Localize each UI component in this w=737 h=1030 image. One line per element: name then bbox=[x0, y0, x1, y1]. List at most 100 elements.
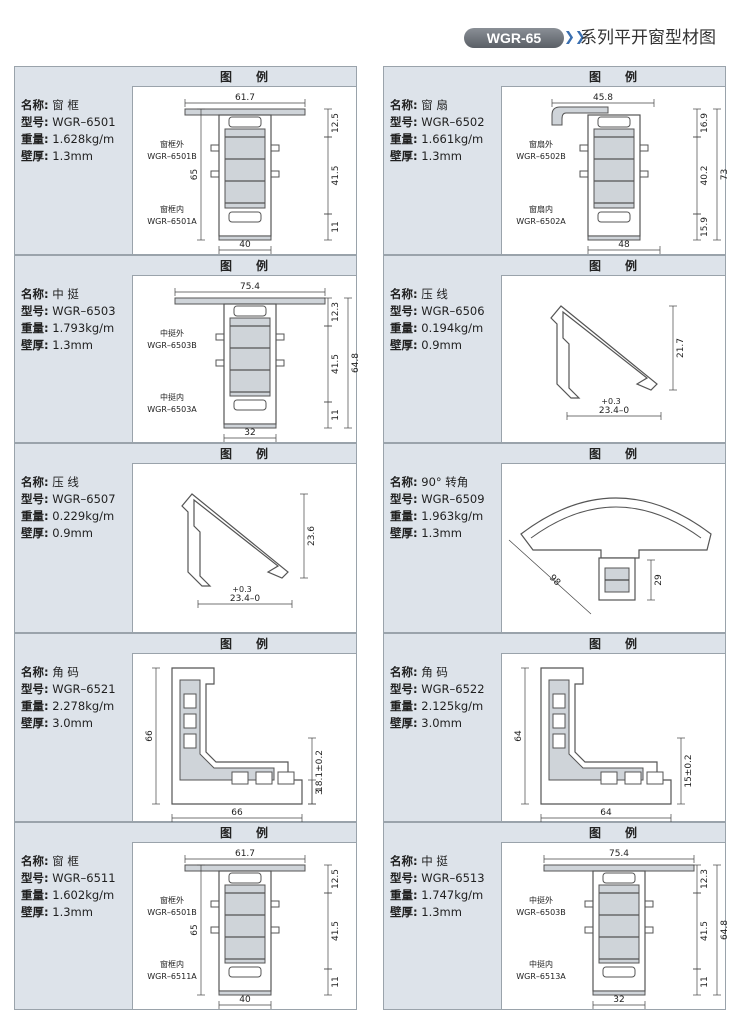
profile-model-row: 型号: WGR–6506 bbox=[390, 303, 485, 320]
profile-name: 压 线 bbox=[421, 287, 448, 301]
profile-weight-row: 重量: 0.229kg/m bbox=[21, 508, 116, 525]
dim-tolerance: +0.3 bbox=[601, 397, 620, 406]
dim-middle: 41.5 bbox=[331, 354, 341, 374]
profile-weight-row: 重量: 1.747kg/m bbox=[390, 887, 485, 904]
profile-drawing bbox=[550, 305, 658, 399]
model-label: 型号: bbox=[21, 492, 49, 506]
inner-part-label: 中挺内 bbox=[529, 959, 553, 969]
profile-diagram: 21.723.4–0+0.3 bbox=[550, 305, 686, 420]
legend-caption: 图例 bbox=[501, 256, 725, 276]
legend-caption: 图例 bbox=[501, 444, 725, 464]
profile-model: WGR–6503 bbox=[52, 304, 116, 318]
profile-name-row: 名称: 角 码 bbox=[390, 664, 485, 681]
name-label: 名称: bbox=[21, 98, 49, 112]
profile-wall: 1.3mm bbox=[421, 526, 462, 540]
profile-model: WGR–6513 bbox=[421, 871, 485, 885]
inner-part-label: 窗框内 bbox=[160, 959, 184, 969]
profile-wall-row: 壁厚: 1.3mm bbox=[390, 148, 485, 165]
inner-part-label: 窗框内 bbox=[160, 204, 184, 214]
dim-width: 66 bbox=[231, 808, 243, 818]
wall-label: 壁厚: bbox=[21, 716, 49, 730]
dim-height: 21.7 bbox=[676, 338, 686, 358]
profile-model-row: 型号: WGR–6513 bbox=[390, 870, 485, 887]
profile-name: 窗 扇 bbox=[421, 98, 448, 112]
profile-name-row: 名称: 窗 框 bbox=[21, 97, 116, 114]
profile-diagram: 75.43212.341.51164.8中挺外WGR–6503B中挺内WGR–6… bbox=[147, 282, 358, 442]
outer-part-label: 窗框外 bbox=[160, 139, 184, 149]
wall-label: 壁厚: bbox=[21, 338, 49, 352]
inner-part-code: WGR–6503A bbox=[147, 405, 197, 414]
profile-drawing bbox=[184, 864, 306, 996]
profile-name-row: 名称: 压 线 bbox=[21, 474, 116, 491]
profile-wall-row: 壁厚: 1.3mm bbox=[21, 148, 116, 165]
outer-part-code: WGR–6503B bbox=[516, 908, 566, 917]
profile-name-row: 名称: 中 挺 bbox=[21, 286, 116, 303]
legend-caption: 图例 bbox=[132, 444, 356, 464]
profile-info: 名称: 角 码 型号: WGR–6521 重量: 2.278kg/m 壁厚: 3… bbox=[15, 634, 133, 821]
profile-wall-row: 壁厚: 0.9mm bbox=[390, 337, 485, 354]
profile-info: 名称: 窗 框 型号: WGR–6501 重量: 1.628kg/m 壁厚: 1… bbox=[15, 67, 133, 254]
profile-drawing bbox=[184, 108, 306, 241]
model-label: 型号: bbox=[390, 492, 418, 506]
dim-middle: 41.5 bbox=[700, 921, 710, 941]
profile-panel-9: 名称: 窗 框 型号: WGR–6511 重量: 1.602kg/m 壁厚: 1… bbox=[14, 822, 357, 1010]
profile-diagram: 23.623.4–0+0.3 bbox=[181, 493, 317, 608]
dim-overall-height: 64.8 bbox=[351, 353, 358, 373]
profile-diagram: 45.84816.940.215.973窗扇外WGR–6502B窗扇内WGR–6… bbox=[516, 93, 727, 254]
profile-weight-row: 重量: 2.125kg/m bbox=[390, 698, 485, 715]
profile-name-row: 名称: 中 挺 bbox=[390, 853, 485, 870]
dim-small: 3 bbox=[315, 789, 325, 795]
legend-caption: 图例 bbox=[501, 823, 725, 843]
profile-weight: 1.963kg/m bbox=[421, 509, 484, 523]
profile-diagram: 75.43212.341.51164.8中挺外WGR–6503B中挺内WGR–6… bbox=[516, 849, 727, 1009]
dim-offset: 15±0.2 bbox=[684, 754, 694, 787]
dim-bottom-width: 48 bbox=[618, 240, 630, 250]
profile-name: 角 码 bbox=[421, 665, 448, 679]
dim-lower: 11 bbox=[331, 221, 341, 232]
page-header: WGR-65 ❯❯ 系列平开窗型材图 bbox=[460, 26, 730, 50]
wall-label: 壁厚: bbox=[21, 149, 49, 163]
model-label: 型号: bbox=[21, 871, 49, 885]
legend-caption: 图例 bbox=[132, 823, 356, 843]
profile-panel-8: 名称: 角 码 型号: WGR–6522 重量: 2.125kg/m 壁厚: 3… bbox=[383, 633, 726, 822]
profile-name: 压 线 bbox=[52, 475, 79, 489]
legend-caption: 图例 bbox=[132, 256, 356, 276]
dim-overall-height: 73 bbox=[720, 169, 727, 180]
dim-bottom-width: 32 bbox=[613, 995, 624, 1005]
inner-part-code: WGR–6511A bbox=[147, 972, 197, 981]
profile-wall: 3.0mm bbox=[421, 716, 462, 730]
weight-label: 重量: bbox=[21, 509, 49, 523]
weight-label: 重量: bbox=[21, 699, 49, 713]
profile-info: 名称: 中 挺 型号: WGR–6513 重量: 1.747kg/m 壁厚: 1… bbox=[384, 823, 502, 1009]
profile-name-row: 名称: 角 码 bbox=[21, 664, 116, 681]
model-label: 型号: bbox=[21, 682, 49, 696]
profile-model-row: 型号: WGR–6507 bbox=[21, 491, 116, 508]
profile-weight-row: 重量: 1.661kg/m bbox=[390, 131, 485, 148]
name-label: 名称: bbox=[390, 665, 418, 679]
profile-wall: 1.3mm bbox=[421, 149, 462, 163]
profile-model: WGR–6501 bbox=[52, 115, 116, 129]
dim-lower: 15.9 bbox=[700, 217, 710, 237]
profile-weight: 0.194kg/m bbox=[421, 321, 484, 335]
dim-height: 29 bbox=[654, 574, 664, 586]
dim-height: 64 bbox=[514, 730, 524, 742]
profile-model: WGR–6522 bbox=[421, 682, 485, 696]
profile-model: WGR–6521 bbox=[52, 682, 116, 696]
profile-info: 名称: 中 挺 型号: WGR–6503 重量: 1.793kg/m 壁厚: 1… bbox=[15, 256, 133, 442]
weight-label: 重量: bbox=[390, 699, 418, 713]
profile-model-row: 型号: WGR–6502 bbox=[390, 114, 485, 131]
profile-model-row: 型号: WGR–6503 bbox=[21, 303, 116, 320]
dim-overall-height: 65 bbox=[190, 924, 200, 935]
dim-upper: 12.3 bbox=[700, 869, 710, 889]
outer-part-label: 中挺外 bbox=[160, 328, 184, 338]
outer-part-code: WGR–6501B bbox=[147, 152, 197, 161]
dim-height: 66 bbox=[145, 730, 155, 742]
dim-top-width: 75.4 bbox=[240, 282, 260, 292]
dim-overall-height: 64.8 bbox=[720, 920, 727, 940]
profile-drawing bbox=[540, 667, 672, 805]
model-label: 型号: bbox=[390, 304, 418, 318]
profile-panel-4: 名称: 压 线 型号: WGR–6506 重量: 0.194kg/m 壁厚: 0… bbox=[383, 255, 726, 443]
